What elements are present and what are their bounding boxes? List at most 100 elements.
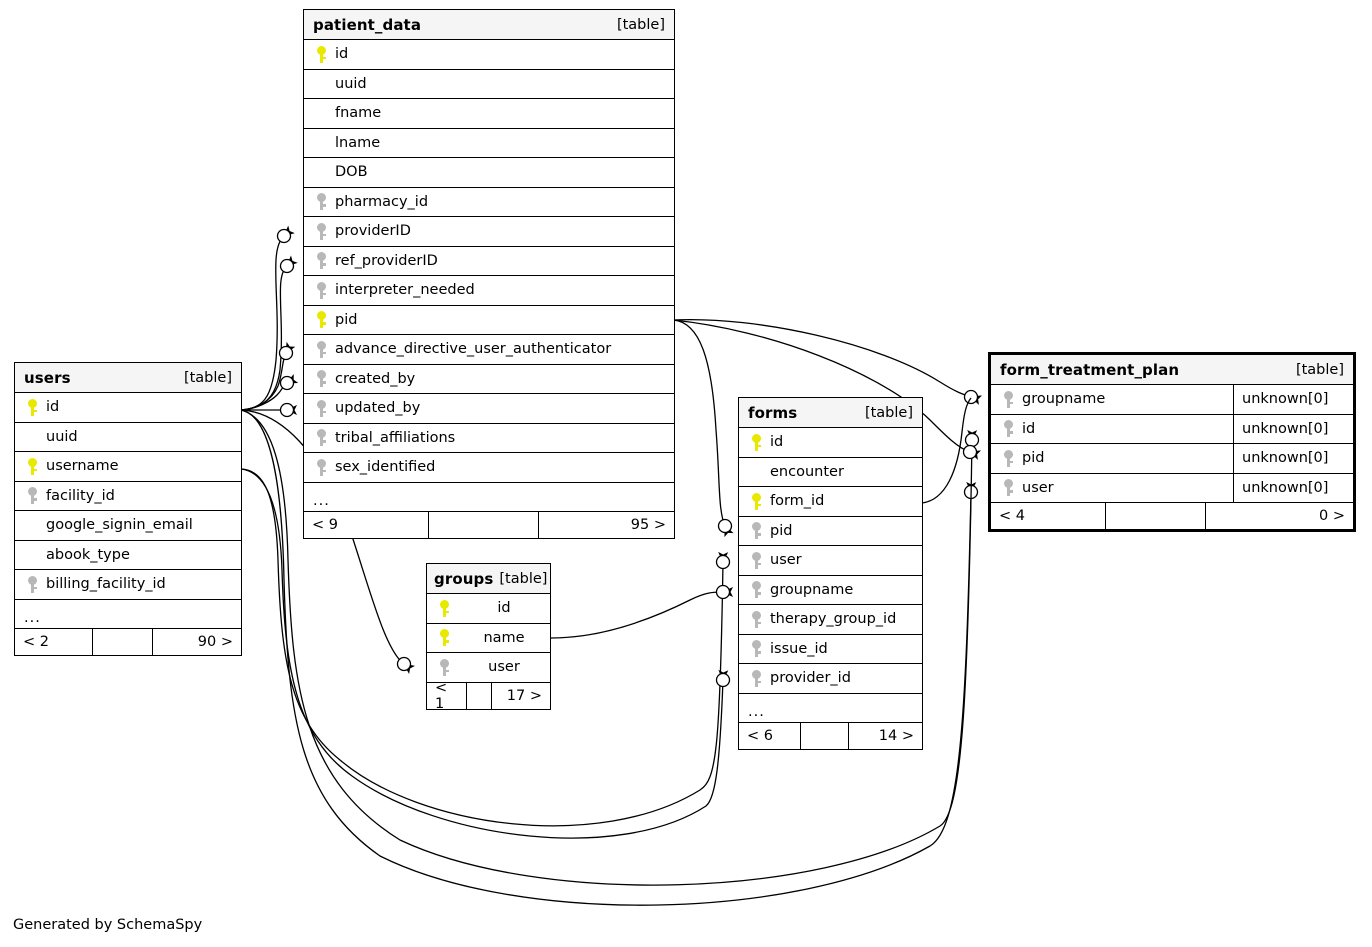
column-row[interactable]: lname <box>304 129 674 158</box>
footer-left-count[interactable]: < 9 <box>304 512 429 538</box>
column-row[interactable]: created_by <box>304 365 674 394</box>
column-name: therapy_group_id <box>770 611 897 628</box>
generator-credit: Generated by SchemaSpy <box>13 917 203 933</box>
foreign-key-icon <box>313 193 329 211</box>
foreign-key-icon <box>1000 449 1016 467</box>
footer-left-count[interactable]: < 1 <box>427 680 467 712</box>
column-row[interactable]: facility_id <box>15 482 241 511</box>
table-form-treatment-plan[interactable]: form_treatment_plan [table] groupname un… <box>988 352 1356 532</box>
column-row[interactable]: id <box>739 428 922 458</box>
footer-middle <box>429 512 539 538</box>
column-name: name <box>483 629 525 646</box>
column-row[interactable]: id <box>15 393 241 423</box>
table-title: form_treatment_plan <box>1000 360 1180 379</box>
primary-key-icon <box>748 492 764 510</box>
column-row[interactable]: fname <box>304 99 674 129</box>
footer-middle <box>467 682 492 709</box>
column-row[interactable]: user <box>427 653 550 683</box>
column-row[interactable]: form_id <box>739 487 922 517</box>
column-row[interactable]: id <box>427 594 550 624</box>
column-type: unknown[0] <box>1233 444 1353 473</box>
column-row[interactable]: interpreter_needed <box>304 276 674 306</box>
column-row[interactable]: groupname unknown[0] <box>991 385 1353 415</box>
table-header-users: users [table] <box>15 363 241 393</box>
table-tag: [table] <box>1295 361 1344 378</box>
foreign-key-icon <box>313 222 329 240</box>
column-name: interpreter_needed <box>335 282 475 299</box>
column-name: issue_id <box>770 640 828 657</box>
column-row[interactable]: id unknown[0] <box>991 414 1353 444</box>
column-row[interactable]: billing_facility_id <box>15 570 241 600</box>
column-name: abook_type <box>46 546 130 563</box>
column-row[interactable]: pharmacy_id <box>304 188 674 217</box>
column-row[interactable]: DOB <box>304 158 674 188</box>
foreign-key-icon <box>313 429 329 447</box>
column-row[interactable]: username <box>15 452 241 482</box>
footer-left-count[interactable]: < 4 <box>991 503 1106 529</box>
column-row[interactable]: advance_directive_user_authenticator <box>304 335 674 365</box>
footer-right-count[interactable]: 95 > <box>630 517 666 533</box>
table-title: patient_data <box>313 15 422 34</box>
table-groups[interactable]: groups [table] id name user < 1 17 > <box>426 563 551 712</box>
column-row[interactable]: google_signin_email <box>15 511 241 541</box>
column-name: facility_id <box>46 487 115 504</box>
column-name: uuid <box>46 428 78 445</box>
primary-key-icon <box>313 45 329 63</box>
footer-right-count[interactable]: 14 > <box>878 728 914 744</box>
foreign-key-icon <box>313 340 329 358</box>
column-row[interactable]: tribal_affiliations <box>304 424 674 453</box>
footer-right-count[interactable]: 17 > <box>506 687 542 704</box>
column-row[interactable]: pid <box>739 517 922 546</box>
column-row[interactable]: therapy_group_id <box>739 605 922 635</box>
column-row[interactable]: id <box>304 40 674 70</box>
foreign-key-icon <box>313 281 329 299</box>
column-row[interactable]: uuid <box>304 70 674 99</box>
column-row[interactable]: ref_providerID <box>304 247 674 276</box>
column-row[interactable]: groupname <box>739 576 922 605</box>
column-name: user <box>1022 479 1054 496</box>
column-name: created_by <box>335 370 416 387</box>
footer-right-count[interactable]: 0 > <box>1319 508 1345 524</box>
column-row[interactable]: provider_id <box>739 664 922 694</box>
column-name: billing_facility_id <box>46 576 166 593</box>
column-row[interactable]: updated_by <box>304 394 674 424</box>
table-tag: [table] <box>183 369 232 386</box>
column-name: lname <box>335 134 381 151</box>
foreign-key-icon <box>436 658 452 676</box>
column-row[interactable]: pid <box>304 306 674 335</box>
column-name: advance_directive_user_authenticator <box>335 341 612 358</box>
table-users[interactable]: users [table] id uuid username facility_… <box>14 362 242 656</box>
primary-key-icon <box>436 629 452 647</box>
column-name: updated_by <box>335 400 421 417</box>
more-columns-indicator: ... <box>304 483 674 512</box>
column-row[interactable]: user unknown[0] <box>991 473 1353 503</box>
footer-left-count[interactable]: < 2 <box>15 629 93 655</box>
column-row[interactable]: abook_type <box>15 541 241 570</box>
footer-right-count[interactable]: 90 > <box>197 634 233 650</box>
foreign-key-icon <box>748 551 764 569</box>
table-title: groups <box>434 569 494 588</box>
column-row[interactable]: pid unknown[0] <box>991 444 1353 474</box>
column-row[interactable]: issue_id <box>739 635 922 664</box>
more-columns-indicator: ... <box>739 694 922 723</box>
column-row[interactable]: encounter <box>739 458 922 487</box>
table-header-form-treatment-plan: form_treatment_plan [table] <box>991 355 1353 385</box>
column-name: pharmacy_id <box>335 193 429 210</box>
column-row[interactable]: user <box>739 546 922 576</box>
column-row[interactable]: uuid <box>15 423 241 452</box>
table-patient-data[interactable]: patient_data [table] id uuid fname lname… <box>303 9 675 539</box>
column-name: username <box>46 458 119 475</box>
foreign-key-icon <box>313 458 329 476</box>
primary-key-icon <box>24 398 40 416</box>
column-name: id <box>46 399 60 416</box>
footer-left-count[interactable]: < 6 <box>739 723 801 749</box>
column-row[interactable]: name <box>427 624 550 653</box>
foreign-key-icon <box>24 575 40 593</box>
column-row[interactable]: providerID <box>304 217 674 247</box>
column-name: id <box>497 600 511 617</box>
table-forms[interactable]: forms [table] id encounter form_id pid u… <box>738 397 923 750</box>
column-name: tribal_affiliations <box>335 429 456 446</box>
column-name: providerID <box>335 223 411 240</box>
column-row[interactable]: sex_identified <box>304 453 674 483</box>
column-name: pid <box>770 522 793 539</box>
